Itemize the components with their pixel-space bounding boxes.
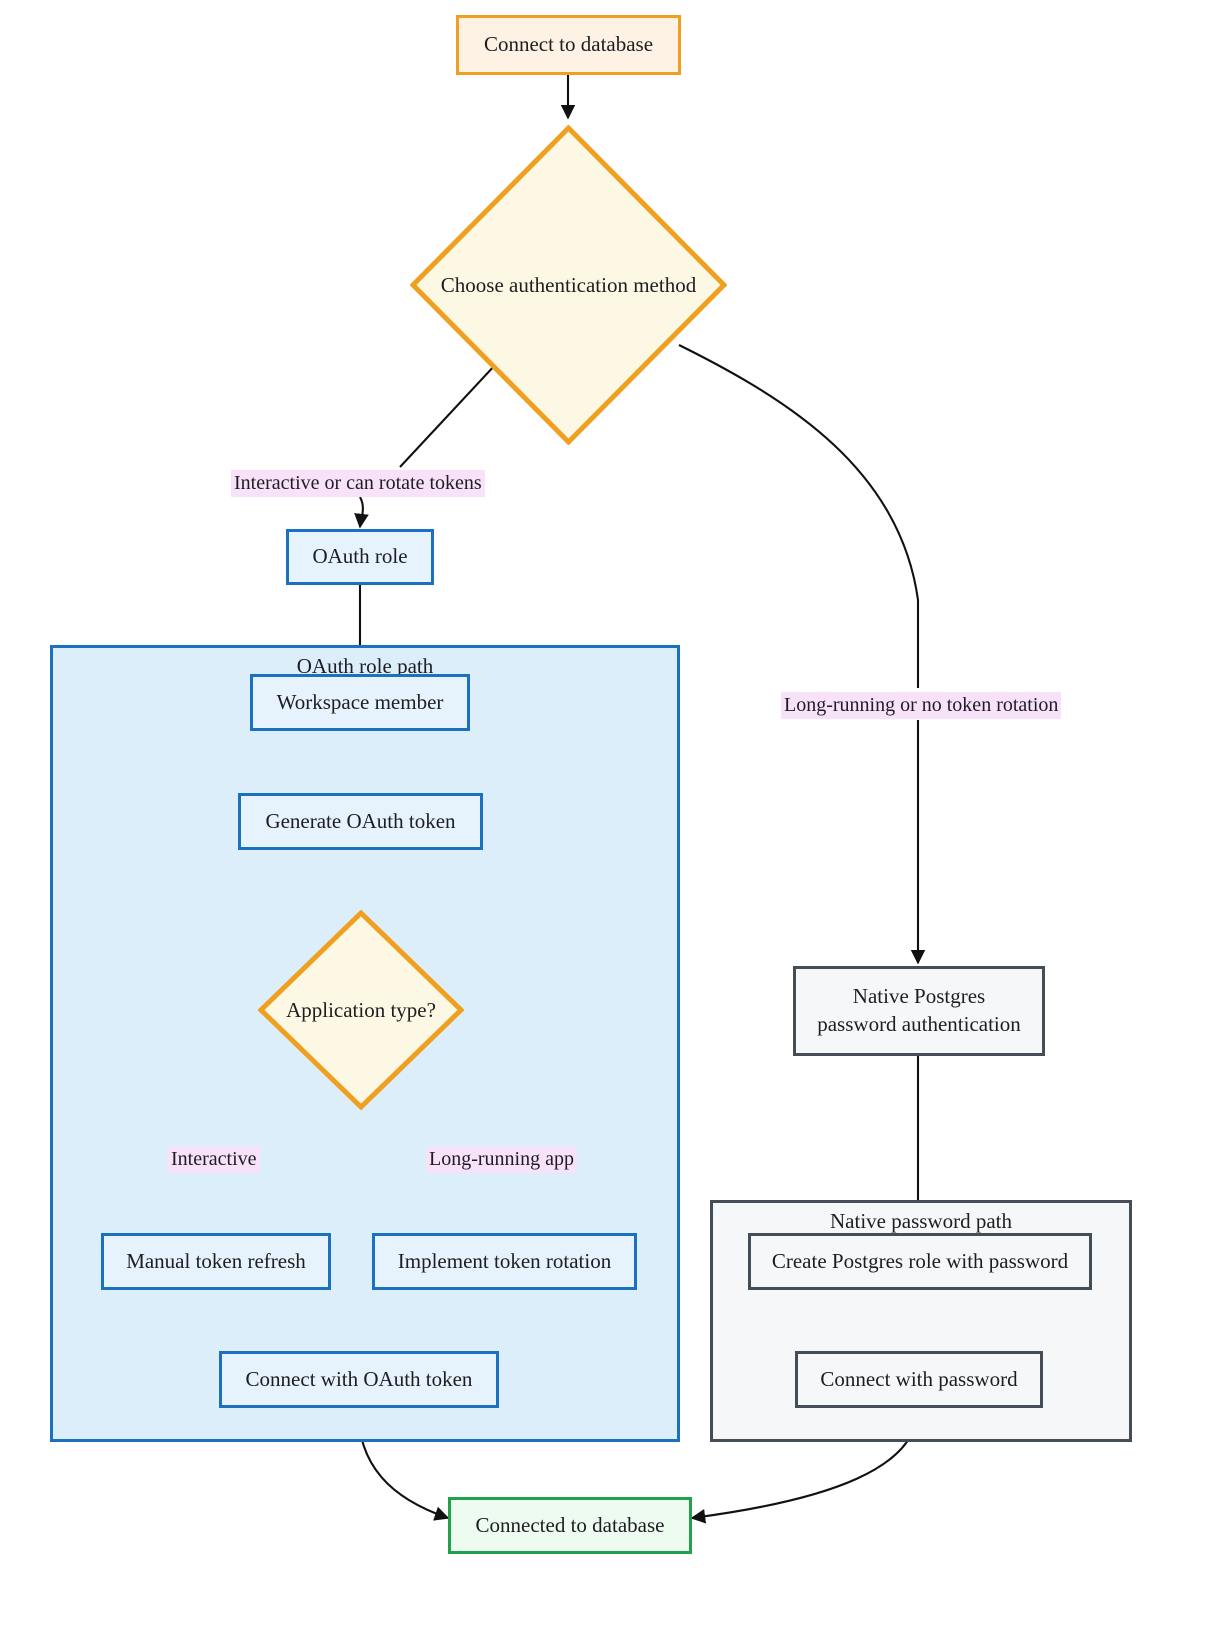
node-workspace-member[interactable]: Workspace member [250, 674, 470, 731]
edge-label-interactive-or-can-rotate-tokens: Interactive or can rotate tokens [231, 470, 485, 497]
node-start-connect-to-database[interactable]: Connect to database [456, 15, 681, 75]
node-create-role-label: Create Postgres role with password [771, 1248, 1069, 1273]
node-implement-token-rotation-label: Implement token rotation [397, 1248, 612, 1273]
node-native-auth-label-line1: Native Postgres [852, 984, 986, 1009]
subgraph-native-title: Native password path [830, 1209, 1012, 1233]
application-type-diamond-shape [258, 910, 464, 1110]
node-decision-application-type[interactable]: Application type? [258, 910, 464, 1110]
node-connect-with-oauth-token-label: Connect with OAuth token [245, 1366, 473, 1391]
edge-choose-to-oauth-role-2 [354, 496, 369, 529]
node-manual-token-refresh[interactable]: Manual token refresh [101, 1233, 331, 1290]
node-native-auth-label-line2: password authentication [817, 1012, 1021, 1036]
node-connected-label: Connected to database [475, 1512, 665, 1537]
node-start-label: Connect to database [483, 32, 654, 57]
node-native-postgres-password-authentication[interactable]: Native Postgres password authentication [793, 966, 1045, 1056]
edge-label-interactive: Interactive [168, 1146, 260, 1173]
node-implement-token-rotation[interactable]: Implement token rotation [372, 1233, 637, 1290]
edge-label-long-running-app: Long-running app [426, 1146, 577, 1173]
node-manual-token-refresh-label: Manual token refresh [126, 1248, 306, 1273]
node-generate-oauth-token-label: Generate OAuth token [265, 808, 456, 833]
node-connect-with-password[interactable]: Connect with password [795, 1351, 1043, 1408]
node-decision-choose-authentication-method[interactable]: Choose authentication method [410, 125, 727, 445]
node-oauth-role-label: OAuth role [312, 544, 408, 569]
node-connect-with-oauth-token[interactable]: Connect with OAuth token [219, 1351, 499, 1408]
decision-application-type-label: Application type? [286, 997, 436, 1022]
node-generate-oauth-token[interactable]: Generate OAuth token [238, 793, 483, 850]
node-workspace-member-label: Workspace member [276, 689, 444, 714]
node-oauth-role[interactable]: OAuth role [286, 529, 434, 585]
node-connect-with-password-label: Connect with password [820, 1366, 1018, 1391]
edge-label-long-running-or-no-token-rotation: Long-running or no token rotation [781, 692, 1062, 719]
decision-choose-auth-label: Choose authentication method [440, 272, 697, 297]
decision-diamond-shape [410, 125, 727, 445]
node-create-postgres-role-with-password[interactable]: Create Postgres role with password [748, 1233, 1092, 1290]
node-end-connected-to-database[interactable]: Connected to database [448, 1497, 692, 1554]
